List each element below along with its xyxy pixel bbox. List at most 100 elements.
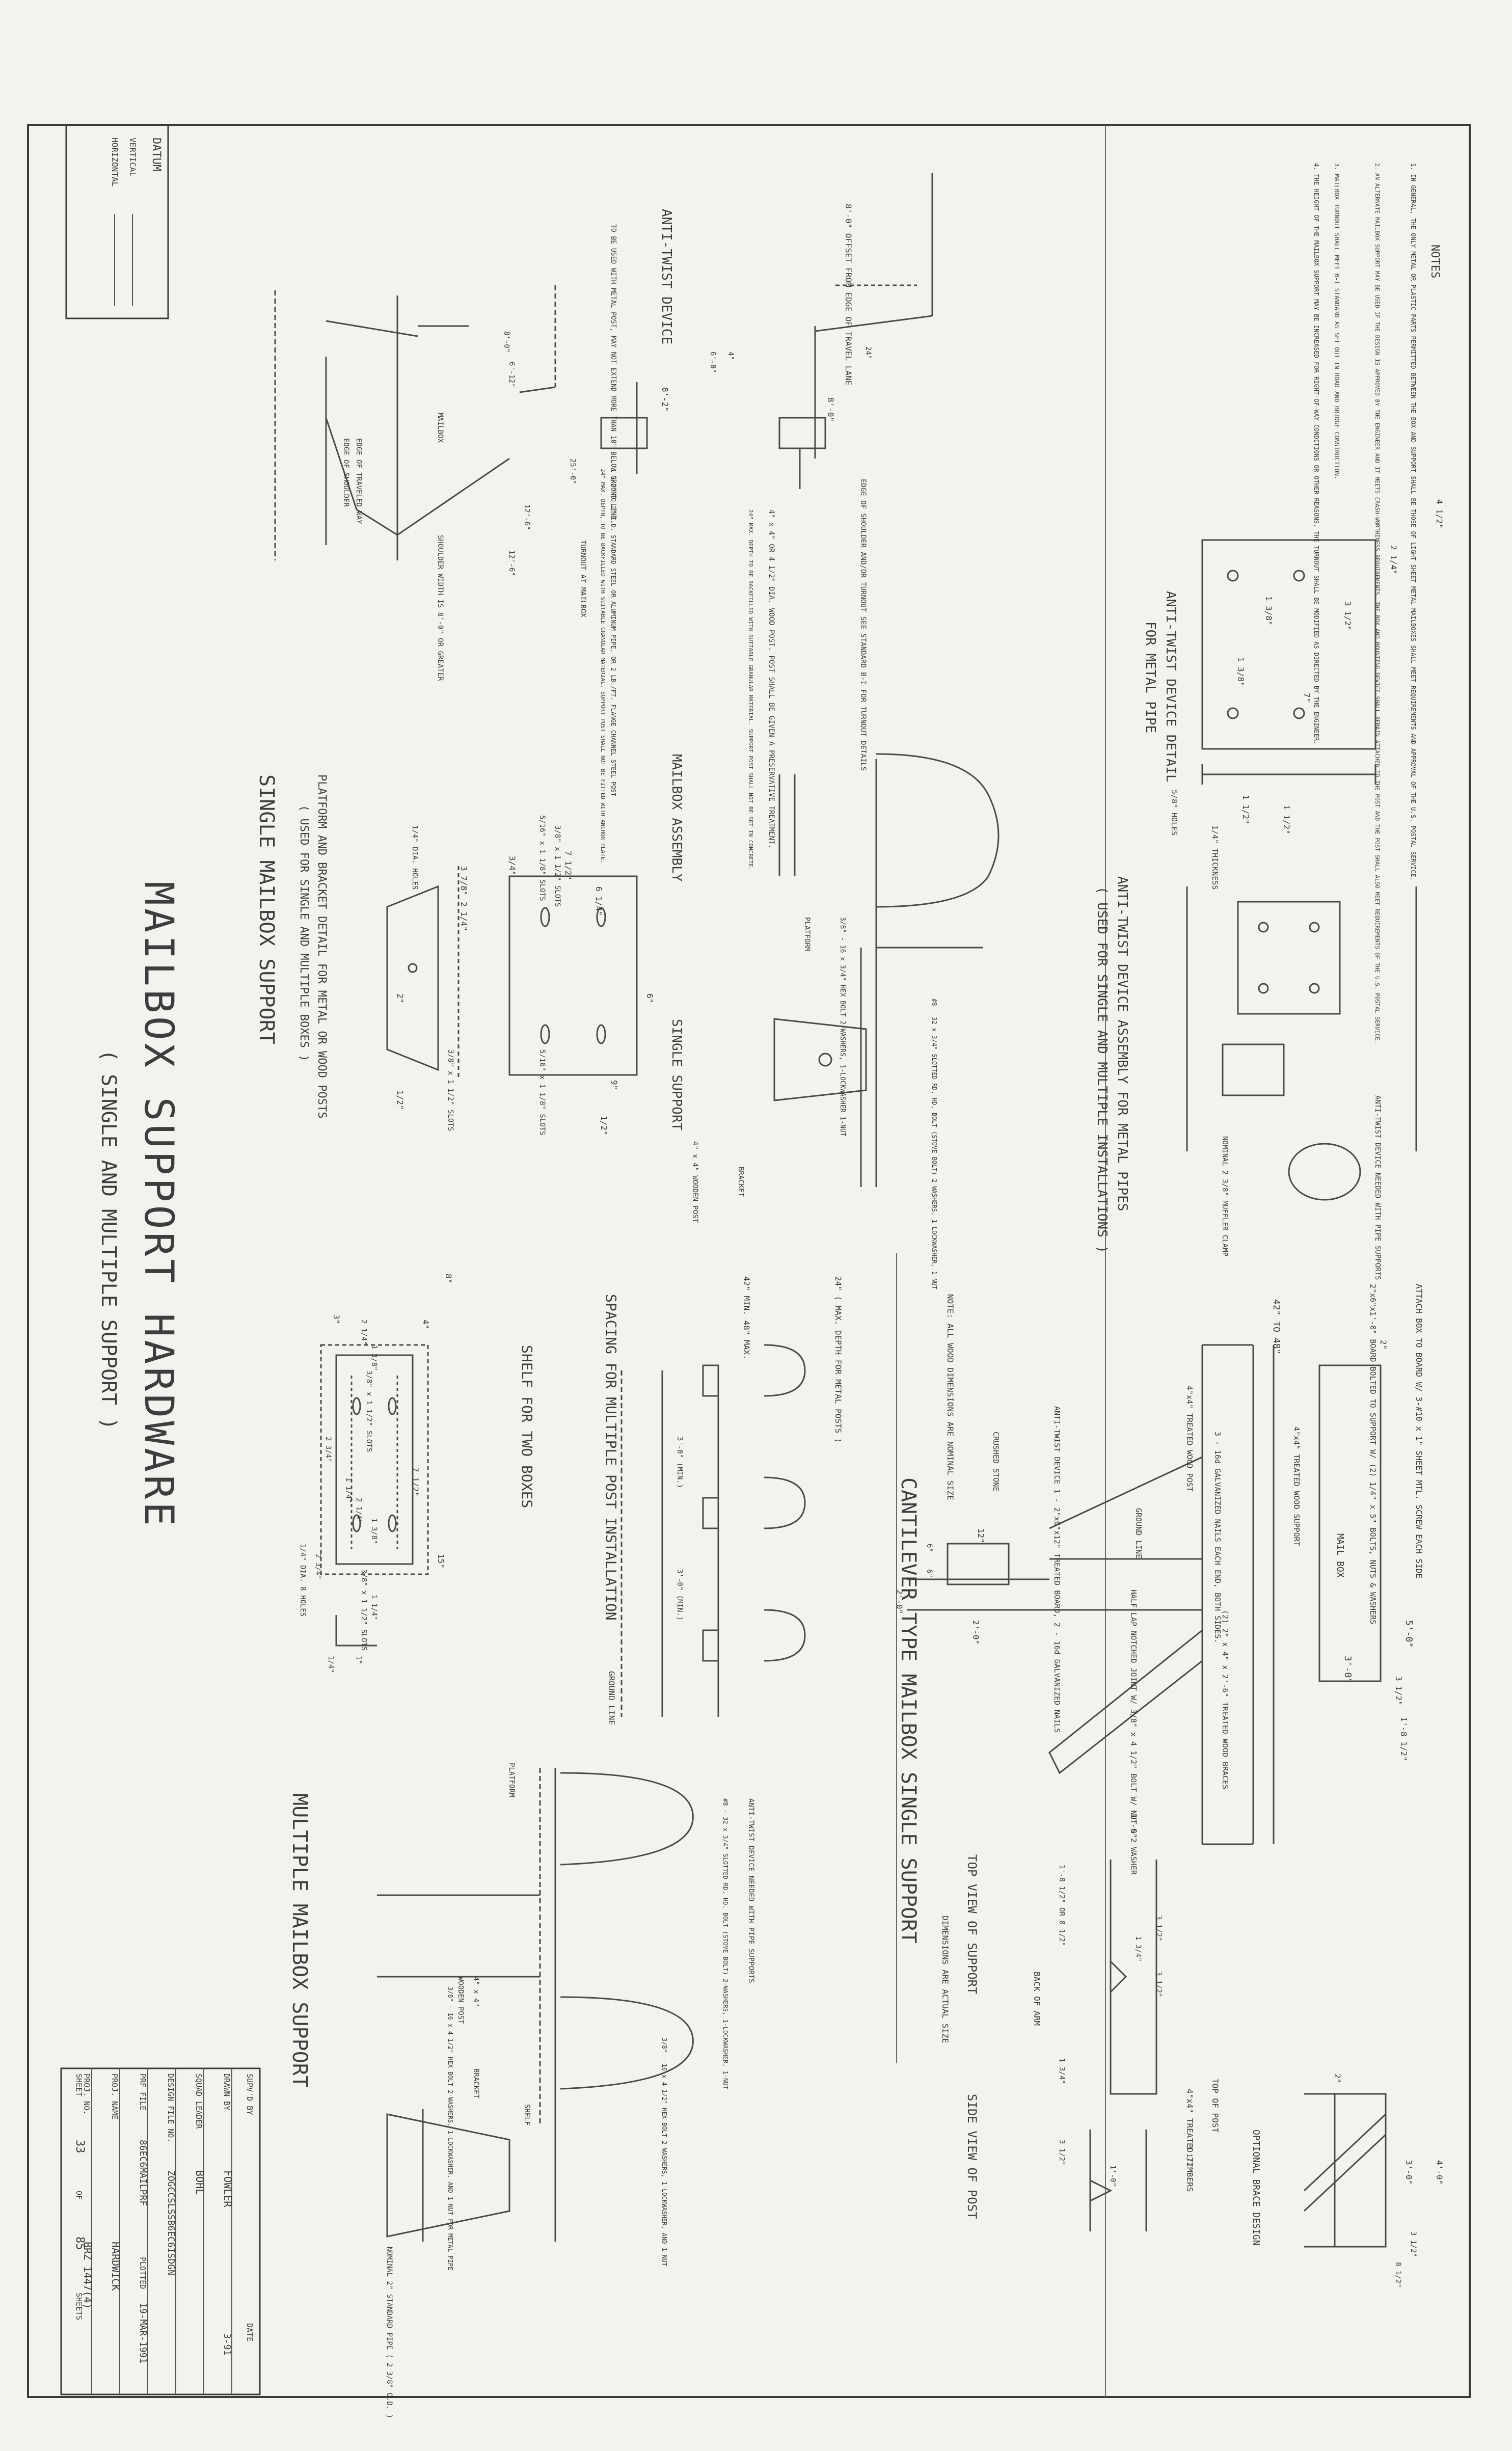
tb-row-3-value: BOHL — [194, 2170, 206, 2195]
pd-dim-10: 1/2" — [395, 1090, 405, 1110]
turnout-dim-2: 6'-12" — [507, 362, 516, 388]
turnout-dim-1: 8'-0" — [502, 331, 510, 353]
tv-label-3: 4"x4" TREATED TIMBERS — [1185, 2089, 1195, 2192]
shelf-dim-9: 1 1/4" — [344, 1477, 353, 1503]
spacing-label-1: 24" ( MAX. DEPTH FOR METAL POSTS ) — [833, 1276, 843, 1443]
multiple-support-title: MULTIPLE MAILBOX SUPPORT — [288, 1793, 311, 2088]
shelf-dim-14: 1" — [355, 1656, 363, 1664]
cantilever-note: NOTE: ALL WOOD DIMENSIONS ARE NOMINAL SI… — [946, 1294, 955, 1500]
tb-row-7-value: BRZ 1447(4) — [82, 2242, 94, 2309]
pd-dim-7: 6 1/4" — [594, 886, 604, 916]
turnout-label-5: SHOULDER WIDTH IS 8'-0" OR GREATER — [436, 535, 444, 681]
turnout-dim-5: 12'-6" — [507, 550, 516, 576]
assembly-label-1: ANTI-TWIST DEVICE NEEDED WITH PIPE SUPPO… — [1373, 1095, 1382, 1280]
title-block: SUPV'D BY DATE DRAWN BY FOWLER 3-91 SQUA… — [60, 2067, 261, 2395]
tb-row-5-label: PRF FILE — [138, 2073, 147, 2110]
notes-heading: NOTES — [1428, 245, 1441, 278]
tb-row-6-value: HARDWICK — [110, 2242, 122, 2291]
wood-depth-note: 24" MAX. DEPTH TO BE BACKFILLED WITH SUI… — [747, 509, 754, 871]
spacing-title: SPACING FOR MULTIPLE POST INSTALLATION — [603, 1294, 619, 1621]
shelf-drawing — [320, 1344, 429, 1647]
anti-twist-device-elevation — [519, 173, 933, 489]
pd-label-5: 3/8" x 1 1/2" SLOTS — [446, 1049, 454, 1131]
tv-dim-7: 1'-0" — [1109, 2165, 1117, 2187]
cl-label-4: 4"x4" TREATED WOOD SUPPORT — [1292, 1426, 1301, 1546]
ms-label-7: 4" x 4" — [472, 1977, 480, 2007]
pd-label-2: 5/16" x 1 1/8" SLOTS — [538, 815, 546, 901]
assembly-label-2: NOMINAL 2 3/8" MUFFLER CLAMP — [1221, 1136, 1229, 1256]
cl-dim-1: 42" TO 48" — [1271, 1299, 1282, 1354]
tb-row-4-label: DESIGN FILE NO. — [166, 2073, 175, 2142]
anti-twist-detail-drawing — [1201, 539, 1376, 785]
sheet-border — [27, 124, 1471, 2398]
tb-row-6-label: PROJ. NAME — [110, 2073, 119, 2119]
ms-label-3: PLATFORM — [507, 1763, 516, 1797]
note-1: 1. IN GENERAL, THE ONLY METAL OR PLASTIC… — [1410, 163, 1417, 881]
ms-label-4: 3/8" - 16 x 4 1/2" HEX BOLT 2-WASHERS, 1… — [661, 2038, 668, 2266]
cl-label-1: ATTACH BOX TO BOARD W/ 3-#10 x 1" SHEET … — [1414, 1284, 1424, 1578]
tb-row-3-label: SQUAD LEADER — [194, 2073, 203, 2129]
metal-post-note: TO BE USED WITH METAL POST, MAY NOT EXTE… — [609, 224, 617, 523]
ms-label-1: ANTI-TWIST DEVICE NEEDED WITH PIPE SUPPO… — [747, 1798, 755, 1983]
spacing-drawing — [620, 1344, 806, 1717]
tb-row-2-value: FOWLER — [222, 2170, 234, 2207]
datum-heading: DATUM — [150, 138, 163, 171]
single-mailbox-support-title: SINGLE MAILBOX SUPPORT — [255, 774, 278, 1044]
tb-date-label: DATE — [245, 2323, 254, 2341]
pd-label-4: 5/16" x 1 1/8" SLOTS — [538, 1049, 546, 1136]
multiple-support-drawing — [377, 1768, 694, 2242]
tb-row-1-label: SUPV'D BY — [245, 2073, 254, 2115]
shelf-dim-8: 2 3/4" — [324, 1437, 332, 1463]
cl-label-2: 2"x6"x1'-0" BOARD BOLTED TO SUPPORT W/ (… — [1368, 1284, 1378, 1624]
shoulder-label: EDGE OF SHOULDER AND/OR TURNOUT SEE STAN… — [859, 479, 867, 771]
cl-label-10: HALF LAP NOTCHED JOINT W/ 3/8" x 4 1/2" … — [1129, 1590, 1138, 1875]
shelf-dim-6: 2 1/4" — [360, 1319, 368, 1345]
cl-dim-2: 5'-0" — [1403, 1620, 1414, 1648]
atdd-label-1: 1/4" THICKNESS — [1210, 825, 1220, 890]
atd-dim-3: 6'-0" — [709, 352, 717, 373]
cl-dim-9: 12" — [976, 1528, 986, 1543]
pd-label-3: 1/4" DIA. HOLES — [411, 825, 419, 890]
platform-subtitle: ( USED FOR SINGLE AND MULTIPLE BOXES ) — [298, 805, 310, 1061]
tv-dim-2: 3 1/2" — [1154, 1916, 1163, 1942]
cl-label-11: (2) 2" x 4" x 2'-6" TREATED WOOD BRACES — [1221, 1610, 1230, 1789]
pd-dim-5: 2" — [395, 993, 405, 1003]
turnout-dim-3: 25'-0" — [569, 459, 577, 484]
optional-brace-title: OPTIONAL BRACE DESIGN — [1251, 2130, 1261, 2246]
tb-sheets-label: SHEETS — [74, 2293, 84, 2320]
cl-dim-11: 6" — [925, 1569, 933, 1578]
atdd-dim-2: 2 1/4" — [1389, 545, 1398, 575]
tv-dim-4: 1 3/4" — [1058, 2058, 1066, 2084]
tv-label-1: BACK OF ARM — [1032, 1972, 1042, 2026]
cl-dim-5: 1'-0" — [1129, 1814, 1139, 1838]
cl-dim-6: 1'-8 1/2" — [1399, 1717, 1409, 1761]
shelf-dim-12: 2 3/4" — [314, 1554, 322, 1580]
datum-box: DATUM VERTICAL HORIZONTAL — [65, 124, 169, 319]
ms-label-6: WOODEN POST — [456, 1977, 465, 2024]
tv-dim-1: 1'-8 1/2" OR 8 1/2" — [1058, 1865, 1066, 1946]
ma-label-5: 4" x 4" WOODEN POST — [691, 1141, 699, 1223]
atdd-label-2: 5/8" HOLES — [1170, 790, 1179, 836]
datum-vertical: VERTICAL — [128, 138, 138, 177]
top-view-title: TOP VIEW OF SUPPORT — [965, 1854, 979, 1995]
tb-row-2-label: DRAWN BY — [222, 2073, 231, 2110]
datum-horizontal: HORIZONTAL — [110, 138, 120, 186]
anti-twist-detail-subtitle: FOR METAL PIPE — [1143, 622, 1158, 733]
cl-label-8: ANTI-TWIST DEVICE 1 - 2"x6"x12" TREATED … — [1052, 1406, 1062, 1733]
ob-dim-3: 2" — [1333, 2073, 1342, 2083]
tb-sheet-no: 33 — [73, 2140, 86, 2153]
atd-dim-1: 8'-0" — [826, 397, 835, 422]
atdd-dim-1: 4 1/2" — [1435, 499, 1444, 529]
spacing-dim-2: 3'-0" (MIN.) — [676, 1569, 684, 1621]
cl-dim-7: 3 1/2" — [1394, 1676, 1403, 1706]
side-view-title: SIDE VIEW OF POST — [965, 2094, 979, 2219]
shelf-dim-13: 1 1/4" — [370, 1595, 378, 1621]
shelf-dim-4: 7 1/2" — [411, 1467, 420, 1497]
note-3: 3. MAILBOX TURNOUT SHALL MEET B-I STANDA… — [1333, 163, 1340, 479]
cl-label-6: 4"x4" TREATED WOOD POST — [1185, 1386, 1194, 1492]
main-subtitle: ( SINGLE AND MULTIPLE SUPPORT ) — [97, 1049, 120, 1430]
shelf-dim-2: 4" — [421, 1319, 430, 1329]
ms-label-2: #8 - 32 x 3/4" SLOTTED RD. HD. BOLT (STO… — [722, 1798, 729, 2089]
tb-sheet-total: 85 — [73, 2237, 86, 2250]
tb-row-4-value: ZOGCCSLSSB6EC6ISDGN — [166, 2170, 176, 2275]
